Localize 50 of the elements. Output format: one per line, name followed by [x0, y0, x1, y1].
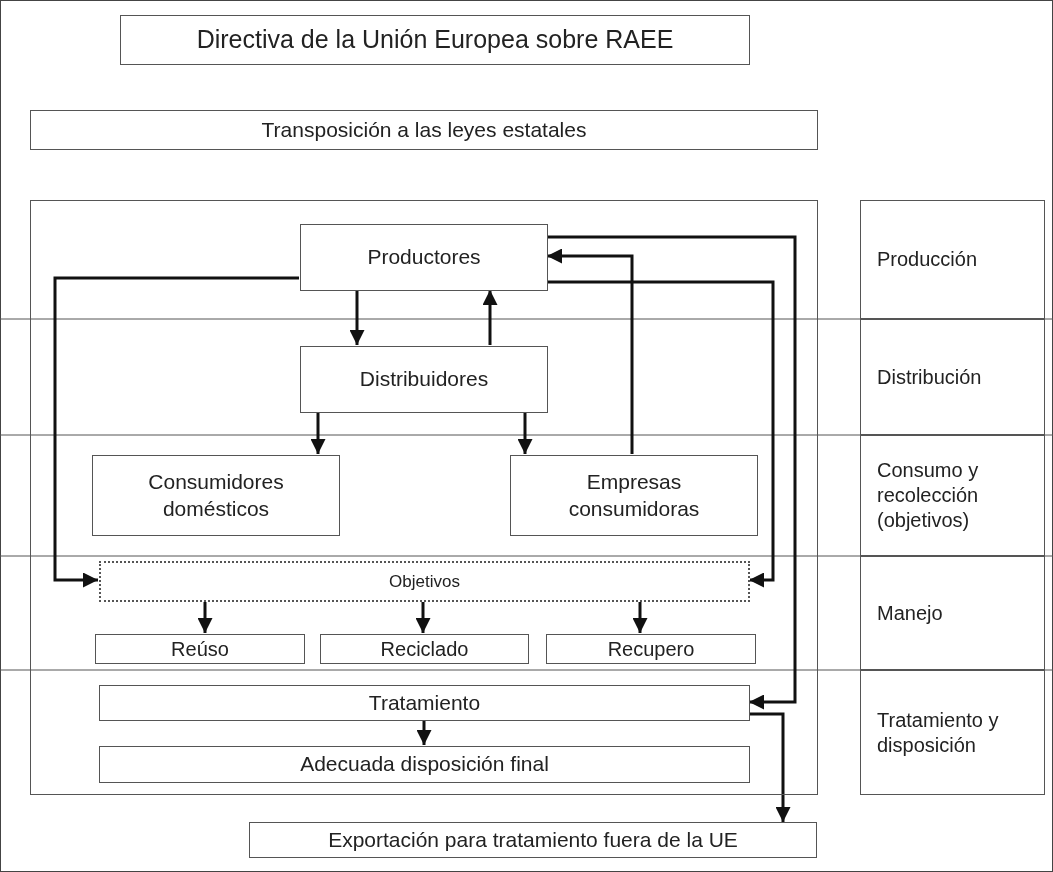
process-box: [300, 224, 548, 291]
process-box: [320, 634, 529, 664]
process-box: [249, 822, 817, 858]
arrow: [517, 412, 533, 454]
stage-cell: [860, 556, 1045, 670]
stage-cell: [860, 200, 1045, 319]
node-label: Productores: [367, 244, 481, 271]
node-label: Objetivos: [389, 570, 460, 593]
node-label: Reciclado: [380, 636, 469, 662]
node-label: Producción: [877, 247, 978, 272]
node-label: Manejo: [877, 600, 943, 626]
process-box: [510, 455, 758, 536]
arrow: [547, 280, 775, 588]
arrow: [547, 248, 634, 454]
node-label: Directiva de la Unión Europea sobre RAEE: [196, 24, 674, 56]
arrow: [310, 412, 326, 454]
node-label: Transposición a las leyes estatales: [261, 116, 587, 143]
node-label: Empresas consumidoras: [567, 469, 701, 522]
arrow: [416, 720, 432, 745]
arrow: [749, 712, 791, 822]
process-box: [546, 634, 756, 664]
arrow: [632, 601, 648, 633]
node-label: Tratamiento: [368, 689, 481, 716]
stage-cell: [860, 670, 1045, 795]
node-label: Consumidores domésticos: [147, 469, 285, 522]
node-label: Consumo y recolección (objetivos): [877, 458, 980, 533]
node-label: Recupero: [607, 636, 695, 662]
arrow: [547, 235, 797, 710]
process-box: [99, 746, 750, 783]
stage-cell: [860, 319, 1045, 435]
node-label: Adecuada disposición final: [300, 751, 549, 778]
process-box: [99, 685, 750, 721]
node-label: Reúso: [171, 636, 229, 662]
title-box: [120, 15, 750, 65]
node-label: Tratamiento y disposición: [877, 707, 1000, 758]
stage-cell: [860, 435, 1045, 556]
stage-frame: [30, 200, 818, 795]
arrow: [349, 290, 365, 345]
node-label: Exportación para tratamiento fuera de la UE: [328, 826, 738, 853]
objectives-box: [99, 561, 750, 602]
node-label: Distribución: [877, 364, 982, 390]
arrow: [197, 601, 213, 633]
process-box: [30, 110, 818, 150]
process-box: [95, 634, 305, 664]
arrow: [415, 601, 431, 633]
arrow: [53, 276, 299, 588]
process-box: [92, 455, 340, 536]
arrow: [482, 290, 498, 345]
node-label: Distribuidores: [359, 366, 489, 393]
process-box: [300, 346, 548, 413]
